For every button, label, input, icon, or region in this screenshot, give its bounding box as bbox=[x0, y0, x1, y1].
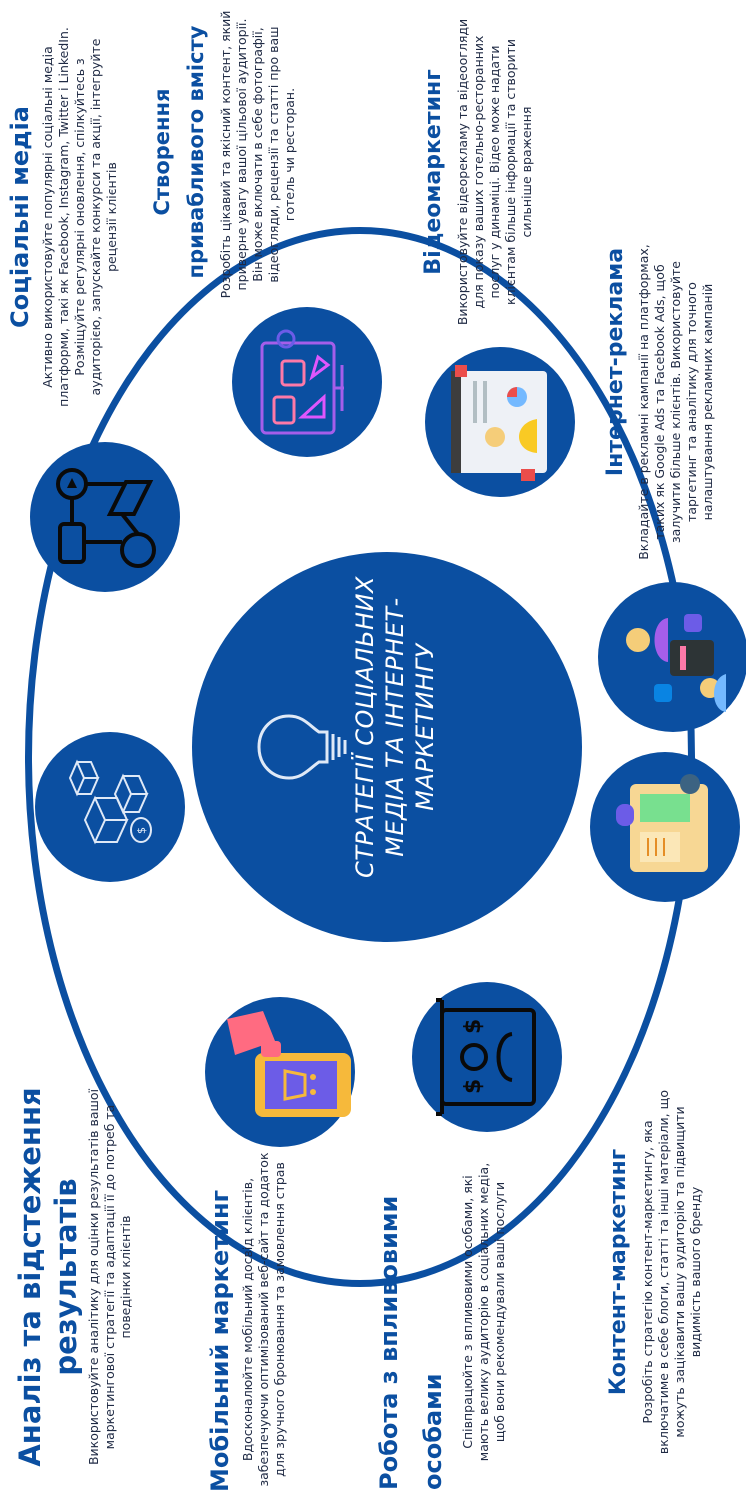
video-title: Відеомаркетинг bbox=[421, 69, 446, 275]
influencers-title: Робота з впливовими особами bbox=[375, 1195, 447, 1490]
svg-text:$: $ bbox=[461, 1019, 486, 1034]
mobile-text: Вдосконалюйте мобільний досвід клієнтів,… bbox=[240, 1152, 287, 1487]
content-board-icon bbox=[616, 774, 708, 872]
engaging-content-text: Розробіть цікавий та якісний контент, як… bbox=[218, 10, 297, 299]
boxes-coin-icon: $ bbox=[68, 759, 152, 845]
engaging-content-title: Створення привабливого вмісту bbox=[150, 25, 208, 279]
content-marketing-title: Контент-маркетинг bbox=[606, 1148, 631, 1396]
analysis-node: $ bbox=[35, 732, 185, 882]
svg-text:$: $ bbox=[135, 827, 148, 834]
content-marketing-node bbox=[590, 752, 740, 902]
analysis-text: Використовуйте аналітику для оцінки резу… bbox=[86, 1088, 133, 1466]
online-ads-icon bbox=[626, 614, 726, 712]
engaging-content-node bbox=[232, 307, 382, 457]
internet-ads-node bbox=[598, 582, 746, 732]
influencer-money-icon: $ $ bbox=[436, 998, 536, 1116]
social-media-title: Соціальні медіа bbox=[6, 106, 34, 328]
analysis-title: Аналіз та відстеження результатів bbox=[13, 1087, 83, 1467]
center-title: СТРАТЕГІЇ СОЦІАЛЬНИХ МЕДІА ТА ІНТЕРНЕТ-М… bbox=[351, 575, 439, 879]
content-marketing-text: Розробіть стратегію контент-маркетингу, … bbox=[640, 1089, 703, 1455]
social-media-text: Активно використовуйте популярні соціаль… bbox=[40, 27, 119, 407]
video-text: Використовуйте відеорекламу та відеоогля… bbox=[455, 18, 534, 326]
video-node bbox=[425, 347, 575, 497]
lightbulb-icon bbox=[257, 714, 347, 780]
video-presentation-icon bbox=[451, 365, 547, 481]
phone-shopping-icon bbox=[227, 1011, 351, 1117]
mobile-node bbox=[205, 997, 355, 1147]
svg-text:$: $ bbox=[461, 1079, 486, 1094]
internet-ads-text: Вкладайте в рекламні кампанії на платфор… bbox=[636, 244, 715, 560]
social-media-node bbox=[30, 442, 180, 592]
content-creation-icon bbox=[260, 329, 344, 435]
mobile-title: Мобільний маркетинг bbox=[206, 1189, 234, 1492]
megaphone-network-icon bbox=[56, 468, 156, 568]
influencers-text: Співпрацюйте з впливовими особами, які м… bbox=[460, 1162, 507, 1462]
influencers-node: $ $ bbox=[412, 982, 562, 1132]
internet-ads-title: Інтернет-реклама bbox=[603, 247, 628, 477]
